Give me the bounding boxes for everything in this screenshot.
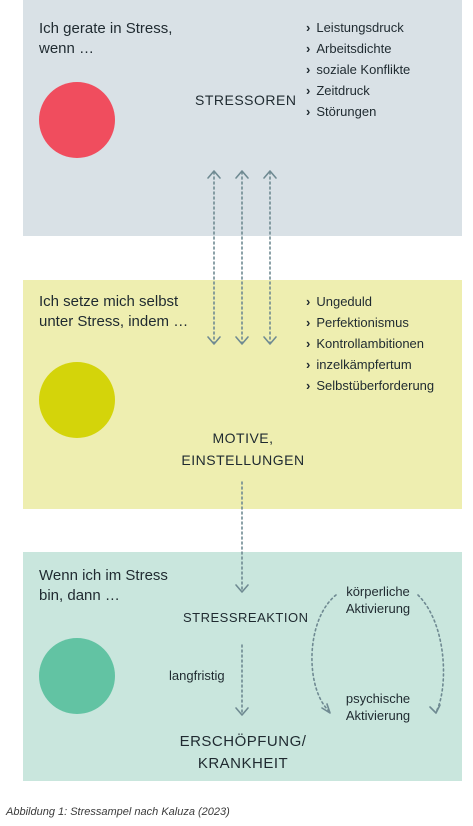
motive-item: Perfektionismus xyxy=(306,312,434,333)
motive-heading: MOTIVE, EINSTELLUNGEN xyxy=(173,427,313,471)
arrowhead-down-2 xyxy=(235,336,249,345)
koerperliche-aktivierung: körperliche Aktivierung xyxy=(338,583,418,617)
reaktion-lead: Wenn ich im Stress bin, dann … xyxy=(39,566,168,606)
diagram-frame: Ich gerate in Stress, wenn … STRESSOREN … xyxy=(0,0,473,795)
arrowhead-up-2 xyxy=(235,170,249,179)
motive-item: Selbstüberforderung xyxy=(306,375,434,396)
stressoren-item: Zeitdruck xyxy=(306,80,410,101)
stressoren-item: Arbeitsdichte xyxy=(306,38,410,59)
arrowhead-right-curve xyxy=(429,704,441,714)
outcome-line-1: ERSCHÖPFUNG/ xyxy=(179,733,307,750)
arrowhead-langfristig xyxy=(235,707,249,716)
motive-heading-line-1: MOTIVE, xyxy=(212,430,274,446)
arrows-overlay xyxy=(207,170,445,716)
left-curve-arrow xyxy=(311,594,337,713)
motive-yellow-circle xyxy=(39,362,115,438)
reaktion-panel: Wenn ich im Stress bin, dann … STRESSREA… xyxy=(23,552,462,781)
reaktion-lead-line-2: bin, dann … xyxy=(39,587,120,604)
koerperliche-line-1: körperliche xyxy=(346,584,410,599)
reaktion-lead-line-1: Wenn ich im Stress xyxy=(39,567,168,584)
psychische-line-2: Aktivierung xyxy=(345,708,411,723)
koerperliche-line-2: Aktivierung xyxy=(345,601,411,616)
motive-lead: Ich setze mich selbst unter Stress, inde… xyxy=(39,292,188,332)
stressoren-red-circle xyxy=(39,82,115,158)
outcome-line-2: KRANKHEIT xyxy=(197,755,289,772)
stressoren-item: soziale Konflikte xyxy=(306,59,410,80)
reaktion-green-circle xyxy=(39,638,115,714)
stressoren-lead: Ich gerate in Stress, wenn … xyxy=(39,19,172,59)
stressoren-heading: STRESSOREN xyxy=(195,92,297,108)
right-curve-arrow xyxy=(417,594,445,713)
motive-item: inzelkämpfertum xyxy=(306,354,434,375)
reaktion-heading: STRESSREAKTION xyxy=(183,610,309,625)
stressoren-list: Leistungsdruck Arbeitsdichte soziale Kon… xyxy=(306,17,410,122)
psychische-aktivierung: psychische Aktivierung xyxy=(338,690,418,724)
stressoren-item: Leistungsdruck xyxy=(306,17,410,38)
motive-item: Kontrollambitionen xyxy=(306,333,434,354)
psychische-line-1: psychische xyxy=(345,691,411,706)
figure-caption: Abbildung 1: Stressampel nach Kaluza (20… xyxy=(6,806,230,818)
arrowhead-up-3 xyxy=(263,170,277,179)
motive-heading-line-2: EINSTELLUNGEN xyxy=(181,452,305,468)
reaktion-outcome: ERSCHÖPFUNG/ KRANKHEIT xyxy=(173,731,313,775)
arrowhead-down-3 xyxy=(263,336,277,345)
stressoren-lead-line-2: wenn … xyxy=(39,40,95,57)
stressoren-item: Störungen xyxy=(306,101,410,122)
stressoren-lead-line-1: Ich gerate in Stress, xyxy=(39,20,173,37)
arrowhead-down-1 xyxy=(207,336,221,345)
motive-lead-line-1: Ich setze mich selbst xyxy=(39,293,179,310)
motive-list: Ungeduld Perfektionismus Kontrollambitio… xyxy=(306,291,434,396)
langfristig-label: langfristig xyxy=(169,668,225,683)
arrowhead-left-curve xyxy=(321,703,331,714)
motive-lead-line-2: unter Stress, indem … xyxy=(39,313,189,330)
arrowhead-reaktion xyxy=(235,584,249,593)
arrowhead-up-1 xyxy=(207,170,221,179)
motive-item: Ungeduld xyxy=(306,291,434,312)
